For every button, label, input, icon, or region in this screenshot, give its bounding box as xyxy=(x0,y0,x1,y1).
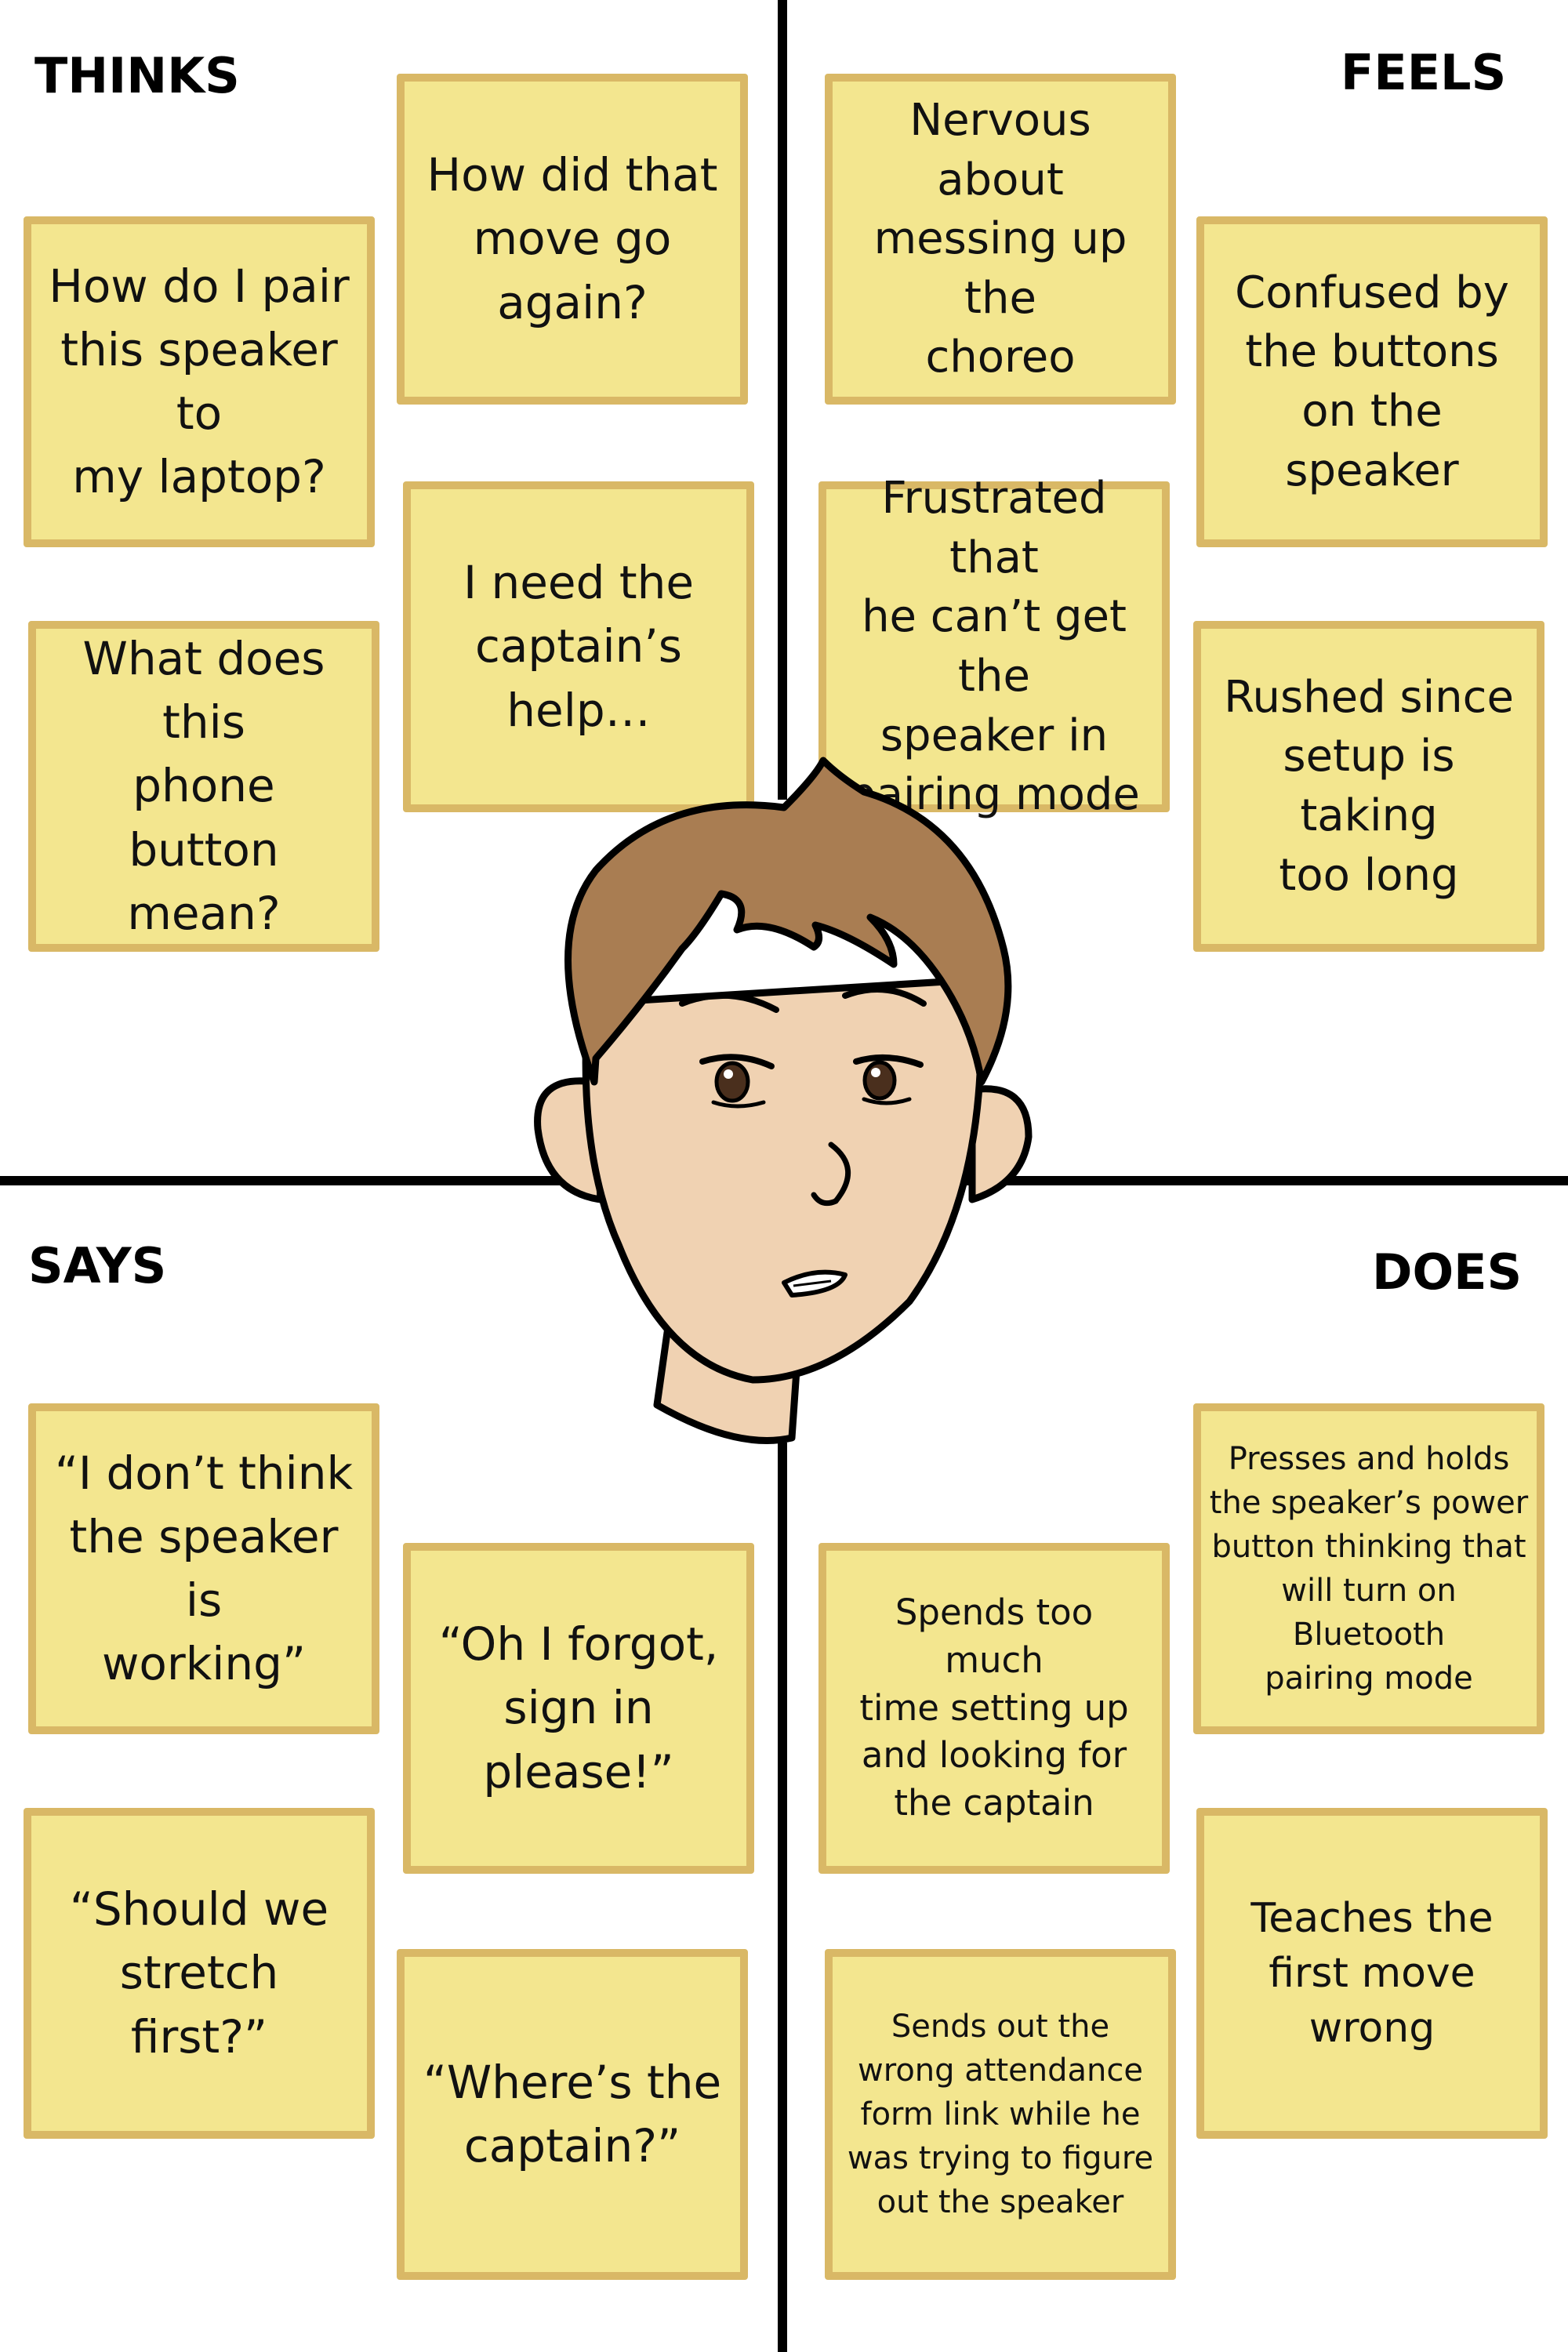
does-note-3: Teaches the first move wrong xyxy=(1196,1808,1548,2139)
horizontal-divider-right xyxy=(964,1176,1568,1185)
right-eyebrow xyxy=(842,986,927,1007)
says-heading: SAYS xyxy=(28,1237,167,1294)
thinks-heading: THINKS xyxy=(34,47,240,104)
does-note-4: Sends out the wrong attendance form link… xyxy=(825,1949,1176,2280)
thinks-note-1: How did that move go again? xyxy=(397,74,748,405)
feels-note-1: Nervous about messing up the choreo xyxy=(825,74,1176,405)
left-eye xyxy=(699,1054,775,1109)
does-note-2: Spends too much time setting up and look… xyxy=(818,1543,1170,1874)
person-face-illustration xyxy=(534,757,1033,1444)
vertical-divider-bottom xyxy=(778,1443,787,2352)
thinks-note-4: What does this phone button mean? xyxy=(28,621,379,952)
face-skin xyxy=(582,976,984,1384)
nose xyxy=(811,1142,851,1207)
thinks-note-3: I need the captain’s help… xyxy=(403,481,754,812)
hair xyxy=(564,757,1012,1086)
horizontal-divider-left xyxy=(0,1176,564,1185)
feels-note-4: Rushed since setup is taking too long xyxy=(1193,621,1544,952)
says-note-4: “Where’s the captain?” xyxy=(397,1949,748,2280)
right-ear xyxy=(968,1085,1033,1203)
right-eye xyxy=(853,1054,924,1105)
feels-note-2: Confused by the buttons on the speaker xyxy=(1196,216,1548,547)
says-note-2: “Oh I forgot, sign in please!” xyxy=(403,1543,754,1874)
says-note-1: “I don’t think the speaker is working” xyxy=(28,1403,379,1734)
vertical-divider-top xyxy=(778,0,787,800)
feels-heading: FEELS xyxy=(1341,44,1507,101)
left-eyebrow xyxy=(679,992,779,1013)
thinks-note-2: How do I pair this speaker to my laptop? xyxy=(24,216,375,547)
does-note-1: Presses and holds the speaker’s power bu… xyxy=(1193,1403,1544,1734)
mouth xyxy=(782,1269,848,1298)
does-heading: DOES xyxy=(1372,1243,1523,1301)
says-note-3: “Should we stretch first?” xyxy=(24,1808,375,2139)
